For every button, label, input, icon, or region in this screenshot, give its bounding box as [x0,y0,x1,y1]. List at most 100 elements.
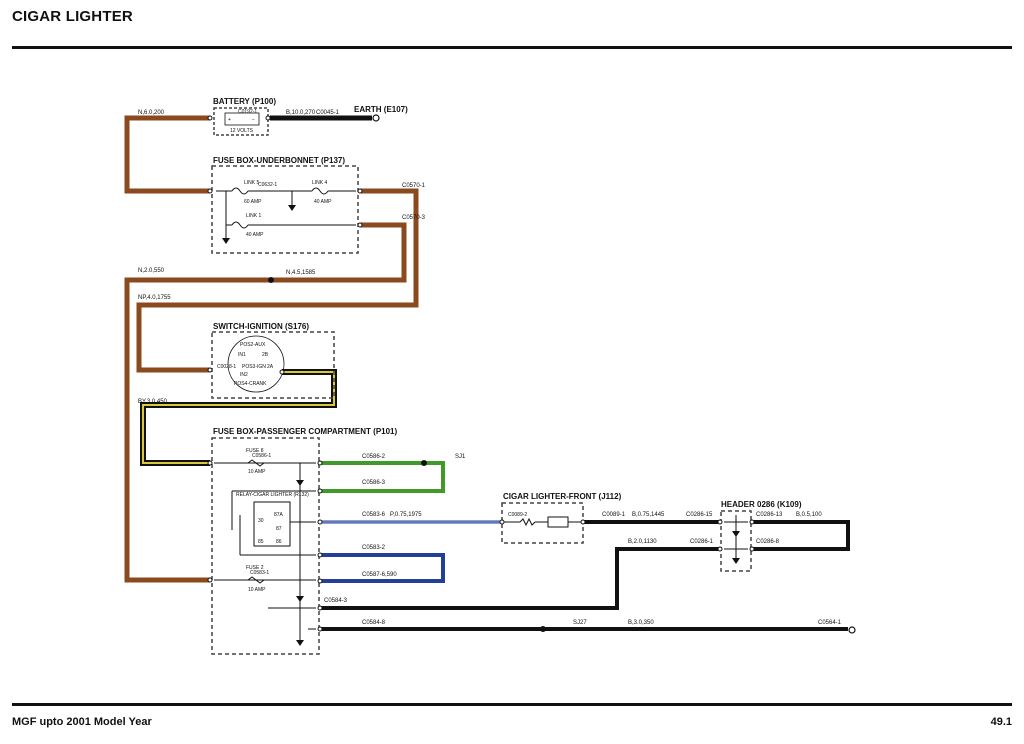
relay-pin: 87A [274,512,284,518]
wire-label: B,10.0,270 [286,110,316,116]
wire-label: C0286-1 [690,539,714,545]
green-wire [320,461,445,493]
header-box [720,510,752,572]
ignition-switch-box [211,331,335,399]
wire-label: C0089-1 [602,512,626,518]
fuse8-connector: C0586-1 [252,453,271,459]
header-title: HEADER 0286 (K109) [721,500,802,509]
fusebox-underbonnet-title: FUSE BOX-UNDERBONNET (P137) [213,156,345,165]
top-rule [12,46,1012,49]
ignition-in2: IN2 [240,372,248,378]
wire-label: C0584-8 [362,620,386,626]
arrow-down-icon [296,480,304,486]
wire-label: B,0.5,100 [796,512,822,518]
fuse8-label: FUSE 8 [246,448,264,454]
sj1-splice [421,460,427,466]
fuse2-connector: C0583-1 [250,570,269,576]
battery-volts: 12 VOLTS [230,128,254,134]
link5-label: LINK 5 [244,180,260,186]
blue-wire [320,553,445,583]
link5-amp: 60 AMP [244,199,262,205]
ignition-switch-title: SWITCH-IGNITION (S176) [213,322,309,331]
fuse2-amp: 10 AMP [248,587,266,593]
link4-amp: 40 AMP [314,199,332,205]
header-internals [724,515,748,560]
bottom-rule [12,703,1012,706]
brown-loop-wire [124,188,419,583]
wire-label: C0583-6 [362,512,386,518]
link5-connector: C0632-1 [258,182,277,188]
earth-title: EARTH (E107) [354,105,408,114]
footer-model-year: MGF upto 2001 Model Year [12,716,152,728]
ignition-2b: 2B [262,352,269,358]
wire-label: B,0.75,1445 [632,512,665,518]
wire-label: BY,3.0,450 [138,399,168,405]
relay-pin: 30 [258,518,264,524]
wire-label: B,3.0,350 [628,620,654,626]
wire-label: N,6.0,200 [138,110,165,116]
wire-label: C0570-3 [402,215,426,221]
ignition-in1: IN1 [238,352,246,358]
wire-label: C0570-1 [402,183,426,189]
connector-terminals [207,115,755,632]
wire-label: C0564-1 [818,620,842,626]
arrow-down-icon [222,238,230,244]
arrow-down-icon [732,558,740,564]
wire-label: SJ27 [573,620,587,626]
n45-splice [268,277,274,283]
fuse8-amp: 10 AMP [248,469,266,475]
wire-label: C0584-3 [324,598,348,604]
wire-label: C0045-1 [316,110,340,116]
fusebox-underbonnet-box [211,165,359,254]
sj27-splice [540,626,546,632]
arrow-down-icon [732,531,740,537]
arrow-down-icon [288,205,296,211]
battery-box: + − [213,107,269,136]
arrow-down-icon [296,596,304,602]
svg-text:−: − [252,117,255,123]
wire-label: C0286-15 [686,512,713,518]
link1-label: LINK 1 [246,213,262,219]
relay-pin: 85 [258,539,264,545]
relay-pin: 87 [276,526,282,532]
wire-label: C0586-2 [362,454,386,460]
wire-label: C0286-8 [756,539,780,545]
fusebox-passenger-title: FUSE BOX-PASSENGER COMPARTMENT (P101) [213,427,398,436]
cigar-lighter-box [501,502,584,544]
cigar-lighter-connector: C0089-2 [508,512,527,518]
cigar-lighter-title: CIGAR LIGHTER-FRONT (J112) [503,492,622,501]
ignition-pos4: POS4-CRANK [234,381,267,387]
battery-connector: C0192-1 [238,109,257,115]
fusebox-underbonnet-internals [216,187,356,240]
link4-label: LINK 4 [312,180,328,186]
black-wires [320,520,850,631]
fuse2-label: FUSE 2 [246,565,264,571]
wire-label: C0586-3 [362,480,386,486]
wire-label: P,0.75,1975 [390,512,422,518]
fusebox-passenger-internals [214,459,316,640]
wire-label: SJ1 [455,454,466,460]
battery-title: BATTERY (P100) [213,97,276,106]
ignition-pos2: POS2-AUX [240,342,266,348]
by-wire [140,369,337,466]
earth-terminal-icon [848,626,856,634]
wire-label: N,2.0,550 [138,268,165,274]
link1-amp: 40 AMP [246,232,264,238]
ignition-pos3: POS3-IGN [242,364,266,370]
wire-label: B,2.0,1130 [628,539,657,545]
cigar-lighter-element [504,516,581,528]
wire-label: N,4.5,1585 [286,270,316,276]
ignition-connector: C0028-1 [217,364,236,370]
arrow-down-icon [296,640,304,646]
page-title: CIGAR LIGHTER [12,8,133,25]
ignition-2a: 2A [267,364,274,370]
wire-label: NP,4.0,1755 [138,295,171,301]
wire-label: C0587-6,590 [362,572,397,578]
wire-label: C0583-2 [362,545,386,551]
ignition-switch-dial [227,335,285,393]
earth-terminal-icon [372,114,380,122]
svg-text:+: + [228,117,231,123]
wire-label: C0286-13 [756,512,783,518]
brown-feed-wire [124,115,210,194]
